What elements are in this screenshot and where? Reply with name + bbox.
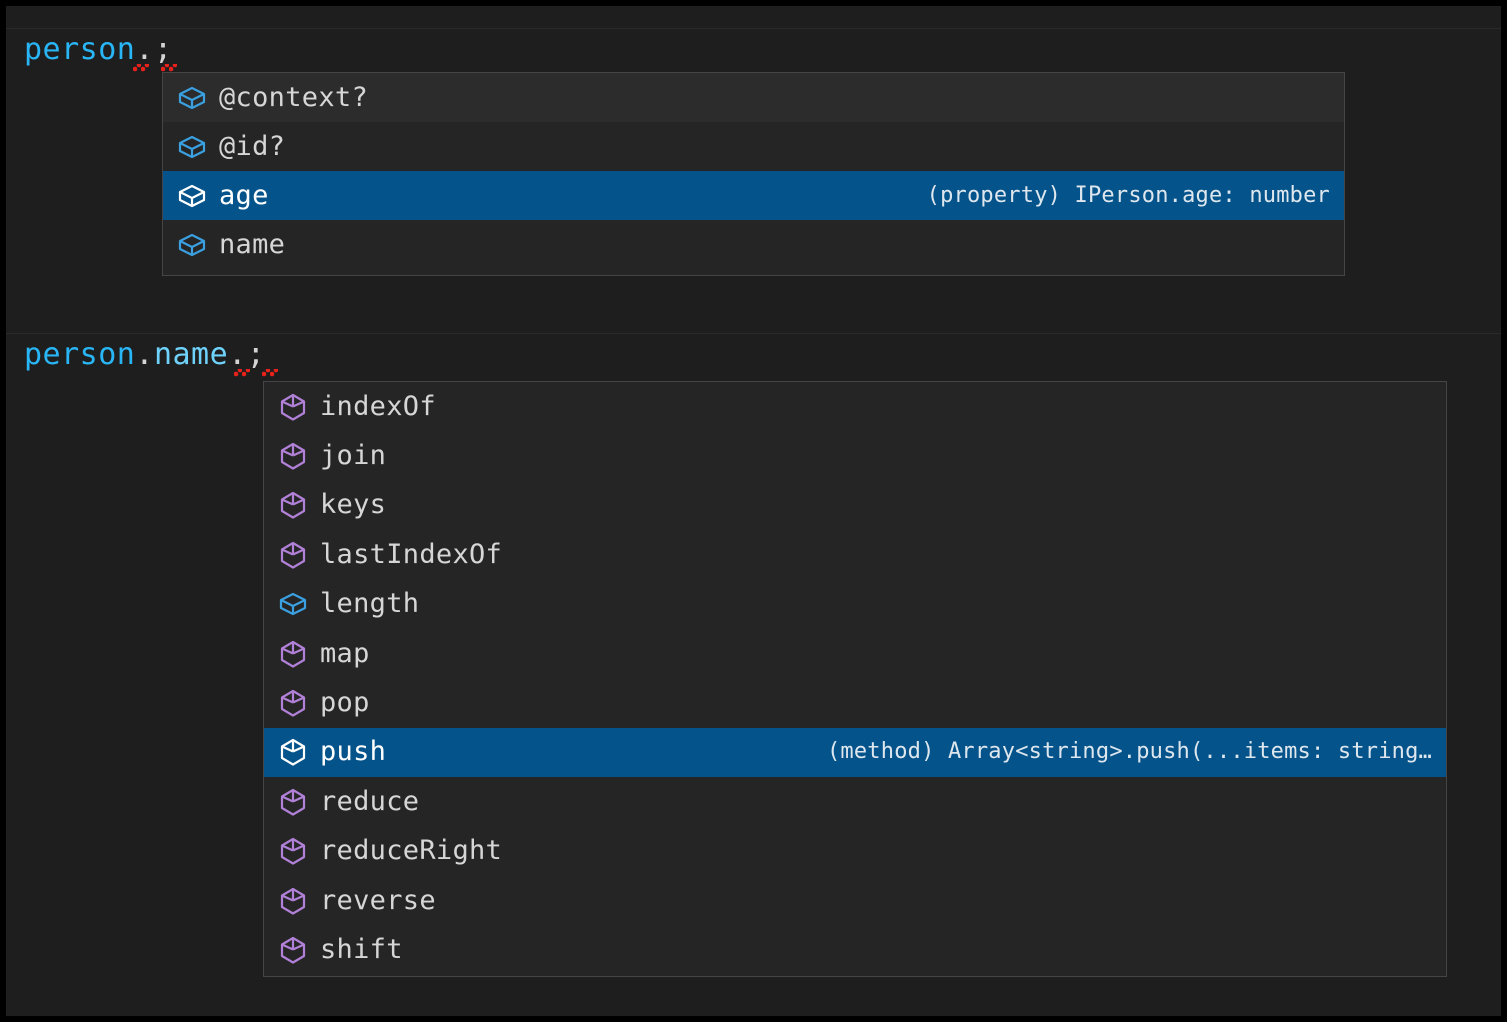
- method-cube-icon: [276, 884, 310, 918]
- token-dot: .: [135, 32, 154, 67]
- token-dot: .: [135, 337, 154, 372]
- code-line-1-text: person.;: [24, 32, 173, 68]
- suggest-item-indexof[interactable]: indexOf: [264, 382, 1446, 432]
- property-cube-icon: [175, 179, 209, 213]
- suggest-item-reduce[interactable]: reduce: [264, 777, 1446, 827]
- suggest-item-pop[interactable]: pop: [264, 678, 1446, 728]
- code-line-2-text: person.name.;: [24, 337, 265, 373]
- suggest-item-label: indexOf: [320, 390, 436, 422]
- suggest-item-label: push: [320, 736, 387, 768]
- error-squiggle-icon: [161, 64, 177, 72]
- suggest-item-label: name: [219, 228, 286, 260]
- suggest-item-context[interactable]: @context?: [163, 73, 1344, 122]
- suggest-item-map[interactable]: map: [264, 628, 1446, 679]
- error-squiggle-icon: [133, 64, 149, 72]
- suggest-item-label: age: [219, 179, 269, 211]
- suggest-item-age[interactable]: age (property) IPerson.age: number: [163, 171, 1344, 220]
- method-cube-icon: [276, 637, 310, 671]
- method-cube-icon: [276, 735, 310, 769]
- suggest-item-label: @id?: [219, 130, 286, 162]
- suggest-widget-person-name[interactable]: indexOf join: [263, 381, 1447, 977]
- property-cube-icon: [276, 587, 310, 621]
- suggest-item-reduceright[interactable]: reduceRight: [264, 826, 1446, 876]
- token-property-name: name: [153, 337, 229, 372]
- token-variable-person: person: [24, 32, 136, 67]
- suggest-item-keys[interactable]: keys: [264, 480, 1446, 531]
- suggest-item-label: length: [320, 588, 420, 620]
- suggest-item-length[interactable]: length: [264, 579, 1446, 629]
- suggest-item-label: reverse: [320, 884, 436, 916]
- token-variable-person: person: [24, 337, 136, 372]
- token-dot: .: [228, 337, 247, 372]
- method-cube-icon: [276, 785, 310, 819]
- line-divider: [6, 333, 1501, 334]
- suggest-item-id[interactable]: @id?: [163, 122, 1344, 171]
- suggest-item-label: reduce: [320, 785, 420, 817]
- property-cube-icon: [175, 81, 209, 115]
- method-cube-icon: [276, 390, 310, 424]
- suggest-item-name[interactable]: name: [163, 220, 1344, 269]
- suggest-item-label: lastIndexOf: [320, 538, 503, 570]
- property-cube-icon: [175, 130, 209, 164]
- suggest-item-push[interactable]: push (method) Array<string>.push(...item…: [264, 727, 1446, 778]
- line-divider: [6, 28, 1501, 29]
- suggest-item-detail: (method) Array<string>.push(...items: st…: [826, 739, 1432, 765]
- suggest-item-shift[interactable]: shift: [264, 925, 1446, 975]
- method-cube-icon: [276, 933, 310, 967]
- suggest-item-detail: (property) IPerson.age: number: [926, 182, 1330, 208]
- token-semicolon: ;: [246, 337, 266, 372]
- code-line-1[interactable]: person.;: [6, 28, 1501, 72]
- suggest-item-label: pop: [320, 687, 370, 719]
- suggest-item-label: shift: [320, 933, 403, 965]
- token-semicolon: ;: [153, 32, 173, 67]
- error-squiggle-icon: [234, 369, 250, 377]
- suggest-item-label: reduceRight: [320, 835, 503, 867]
- method-cube-icon: [276, 686, 310, 720]
- suggest-item-label: map: [320, 637, 370, 669]
- suggest-item-join[interactable]: join: [264, 431, 1446, 481]
- suggest-item-label: join: [320, 440, 387, 472]
- suggest-item-lastindexof[interactable]: lastIndexOf: [264, 530, 1446, 580]
- method-cube-icon: [276, 538, 310, 572]
- error-squiggle-icon: [262, 369, 278, 377]
- method-cube-icon: [276, 488, 310, 522]
- method-cube-icon: [276, 439, 310, 473]
- method-cube-icon: [276, 834, 310, 868]
- suggest-item-label: @context?: [219, 81, 368, 113]
- property-cube-icon: [175, 228, 209, 262]
- editor-surface: person.; @context?: [6, 6, 1501, 1016]
- suggest-item-reverse[interactable]: reverse: [264, 875, 1446, 926]
- code-line-2[interactable]: person.name.;: [6, 333, 1501, 377]
- suggest-item-label: keys: [320, 489, 387, 521]
- suggest-widget-person[interactable]: @context? @id?: [162, 72, 1345, 276]
